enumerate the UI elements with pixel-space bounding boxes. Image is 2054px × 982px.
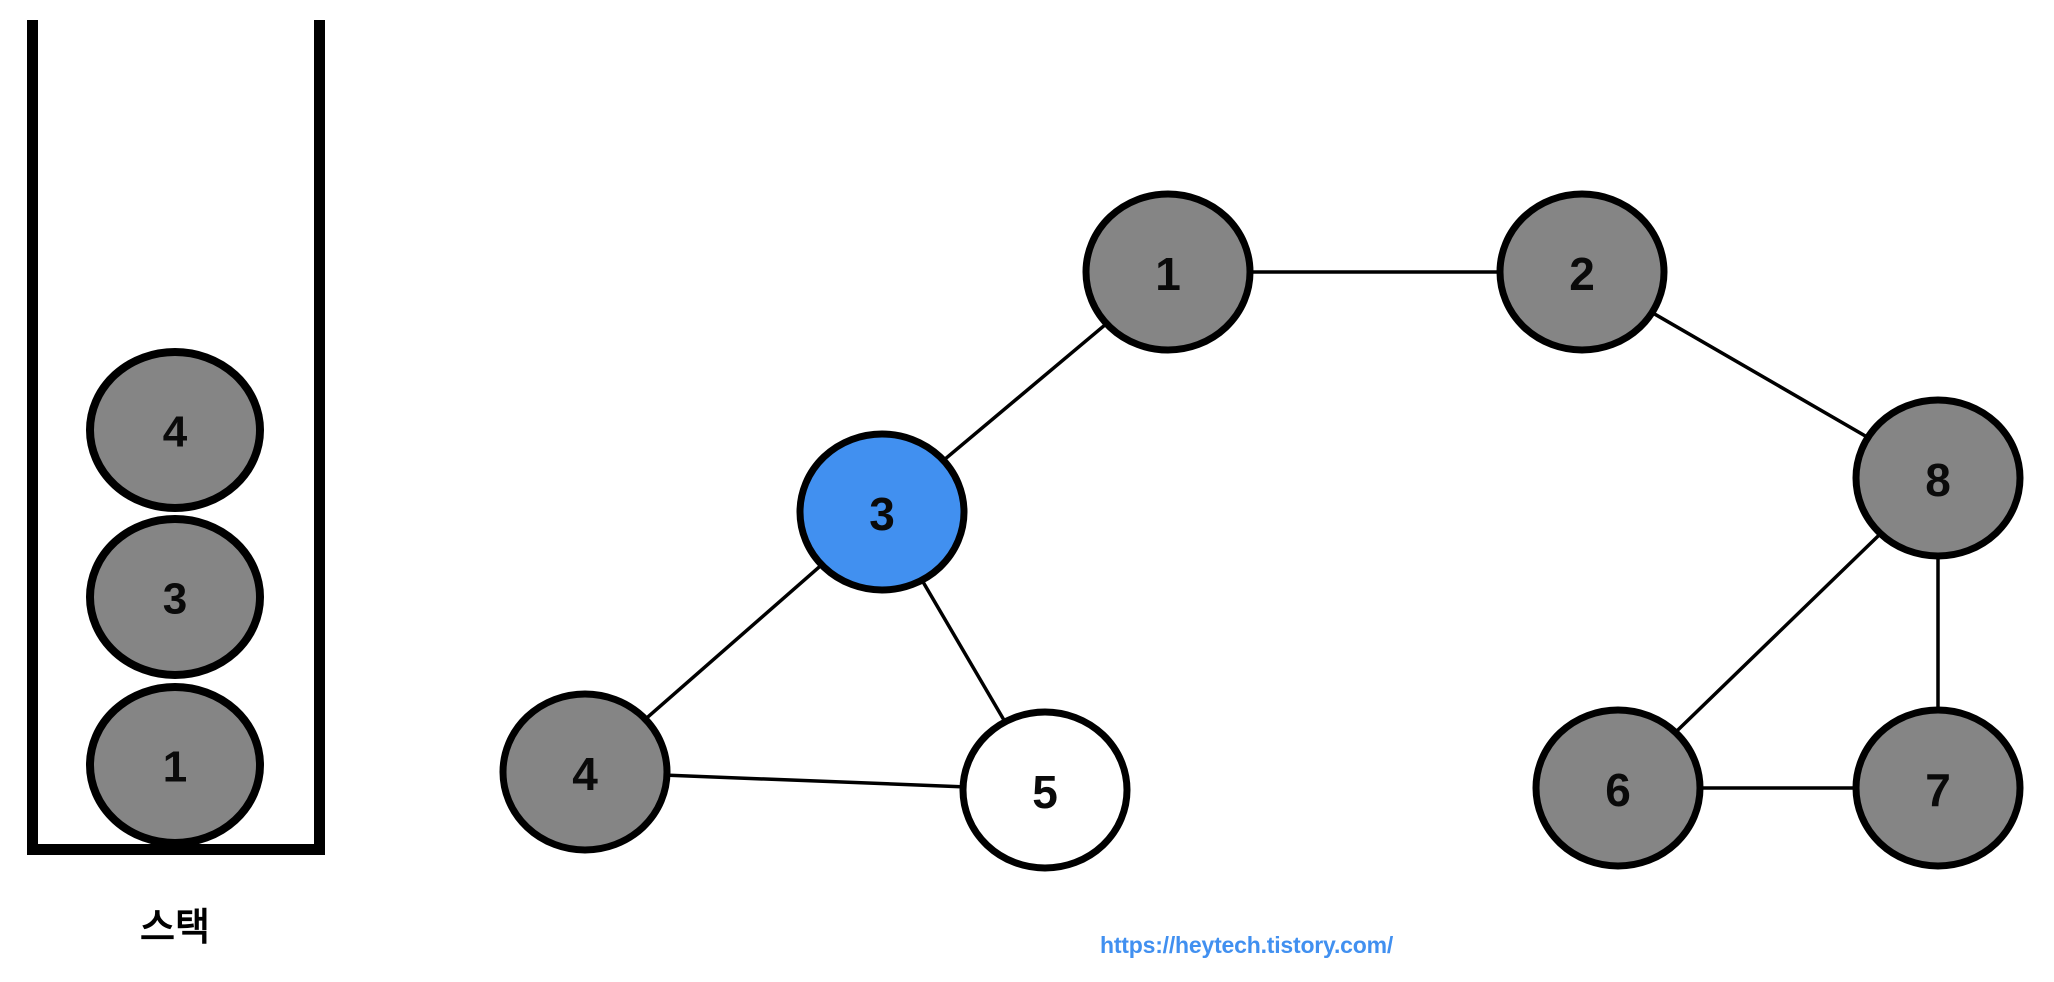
stack-item: 3 (86, 515, 264, 679)
graph-edge (918, 575, 1009, 727)
graph-node-shape[interactable] (796, 430, 968, 594)
graph-node-label: 6 (1605, 764, 1631, 816)
graph-node-label: 3 (869, 488, 895, 540)
stack-item-label: 3 (163, 575, 187, 624)
graph-node-shape[interactable] (1852, 396, 2024, 560)
graph-edge (641, 560, 826, 724)
stack-right-wall (314, 20, 325, 855)
graph-edge (662, 773, 968, 789)
graph-node-5[interactable]: 5 (959, 708, 1131, 872)
graph-node-label: 7 (1925, 764, 1951, 816)
graph-node-label: 1 (1155, 248, 1181, 300)
graph-edge (1671, 529, 1885, 737)
graph-node-8[interactable]: 8 (1852, 396, 2024, 560)
graph-node-label: 4 (572, 748, 598, 800)
stack-item: 4 (86, 348, 264, 512)
graph-node-shape[interactable] (1082, 190, 1254, 354)
graph-node-shape[interactable] (1852, 706, 2024, 870)
graph-edge (1647, 309, 1873, 441)
graph-node-7[interactable]: 7 (1852, 706, 2024, 870)
stack-left-wall (27, 20, 38, 855)
graph-node-2[interactable]: 2 (1496, 190, 1668, 354)
graph-node-label: 2 (1569, 248, 1595, 300)
stack-item-shape (86, 348, 264, 512)
graph-node-shape[interactable] (1532, 706, 1704, 870)
stack-caption: 스택 (140, 907, 210, 949)
graph-node-6[interactable]: 6 (1532, 706, 1704, 870)
stack-item-label: 4 (163, 408, 188, 457)
stack-item: 1 (86, 683, 264, 847)
graph-edge (939, 319, 1111, 465)
stack-items-layer: 4 3 1 (86, 348, 264, 847)
graph-node-label: 5 (1032, 766, 1058, 818)
graph-node-shape[interactable] (1496, 190, 1668, 354)
stack-item-shape (86, 683, 264, 847)
graph-edges-layer (641, 270, 1940, 790)
graph-node-3[interactable]: 3 (796, 430, 968, 594)
graph-node-shape[interactable] (499, 690, 671, 854)
graph-node-shape[interactable] (959, 708, 1131, 872)
watermark-link[interactable]: https://heytech.tistory.com/ (1100, 932, 1394, 958)
stack-item-shape (86, 515, 264, 679)
graph-node-label: 8 (1925, 454, 1951, 506)
graph-node-4[interactable]: 4 (499, 690, 671, 854)
graph-nodes-layer: 1 2 3 4 5 6 7 8 (499, 190, 2024, 872)
stack-item-label: 1 (163, 743, 187, 792)
graph-node-1[interactable]: 1 (1082, 190, 1254, 354)
stack-bottom-wall (27, 844, 325, 855)
